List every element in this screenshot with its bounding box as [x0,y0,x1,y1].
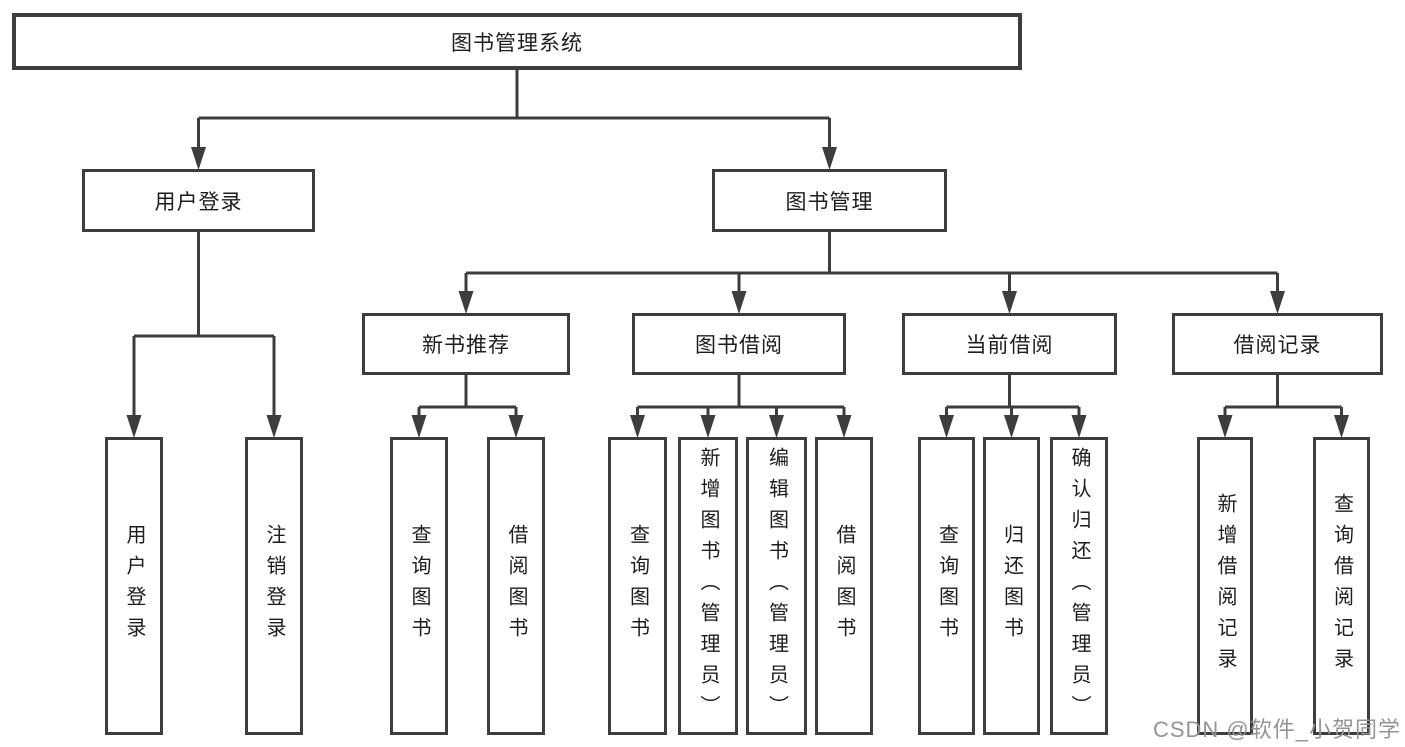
node-v-query-book-a: 查询图书 [390,437,448,735]
node-v-query-record: 查询借阅记录 [1313,437,1370,735]
arrowhead-icon [458,291,474,314]
node-label: 借阅图书 [505,524,527,648]
node-v-confirm-return: 确认归还（管理员） [1050,437,1108,735]
arrowhead-icon [630,415,645,438]
node-label: 确认归还（管理员） [1068,446,1090,726]
arrowhead-icon [731,291,747,314]
arrowhead-icon [822,147,837,170]
node-v-user-login: 用户登录 [105,437,163,735]
node-label: 归还图书 [1000,524,1023,648]
node-label: 借阅记录 [1233,334,1322,357]
arrowhead-icon [411,415,427,438]
node-label: 图书管理系统 [451,31,583,55]
node-label: 用户登录 [123,524,145,648]
edge-new-book-rec [417,375,518,418]
edge-user-login [132,232,276,418]
node-label: 查询图书 [626,524,649,648]
arrowhead-icon [1334,415,1349,438]
node-book-mgmt: 图书管理 [712,169,947,232]
node-v-query-book-c: 查询图书 [918,437,975,735]
arrowhead-icon [836,415,852,438]
node-label: 当前借阅 [965,334,1054,357]
arrowhead-icon [1002,291,1017,314]
arrowhead-icon [1004,415,1019,438]
node-label: 查询图书 [935,524,958,648]
node-label: 注销登录 [263,524,285,648]
node-new-book-rec: 新书推荐 [362,313,570,375]
arrowhead-icon [769,415,784,438]
node-v-borrow-book-b: 借阅图书 [815,437,873,735]
node-system: 图书管理系统 [12,13,1022,70]
watermark: CSDN @软件_小贺同学 [1152,717,1401,742]
arrowhead-icon [508,415,524,438]
node-label: 图书管理 [785,190,874,214]
arrowhead-icon [126,415,142,438]
node-label: 图书借阅 [695,334,783,357]
arrowhead-icon [939,415,954,438]
arrowhead-icon [266,415,282,438]
node-label: 编辑图书（管理员） [765,446,788,726]
edge-book-borrow [636,375,846,418]
node-book-borrow: 图书借阅 [632,313,846,375]
node-label: 用户登录 [154,190,243,214]
node-label: 查询图书 [408,524,430,648]
node-v-edit-book: 编辑图书（管理员） [746,437,807,735]
node-label: 新书推荐 [422,334,510,357]
node-v-return-book: 归还图书 [983,437,1040,735]
node-v-logout: 注销登录 [245,437,303,735]
edge-borrow-records [1223,375,1343,418]
node-label: 借阅图书 [833,524,855,648]
node-label: 新增借阅记录 [1214,493,1236,679]
node-v-add-record: 新增借阅记录 [1197,437,1253,735]
arrowhead-icon [1071,415,1087,438]
edge-current-borrow [945,375,1081,418]
arrowhead-icon [191,147,206,170]
node-v-borrow-book-a: 借阅图书 [487,437,545,735]
arrowhead-icon [1270,291,1285,314]
node-v-add-book: 新增图书（管理员） [678,437,738,735]
node-borrow-records: 借阅记录 [1172,313,1383,375]
node-v-query-book-b: 查询图书 [608,437,667,735]
arrowhead-icon [700,415,716,438]
node-label: 新增图书（管理员） [697,446,719,726]
edge-book-mgmt [464,232,1279,294]
edge-system [197,70,831,150]
node-current-borrow: 当前借阅 [902,313,1117,375]
arrowhead-icon [1217,415,1233,438]
node-label: 查询借阅记录 [1330,493,1353,679]
node-user-login: 用户登录 [82,169,315,232]
